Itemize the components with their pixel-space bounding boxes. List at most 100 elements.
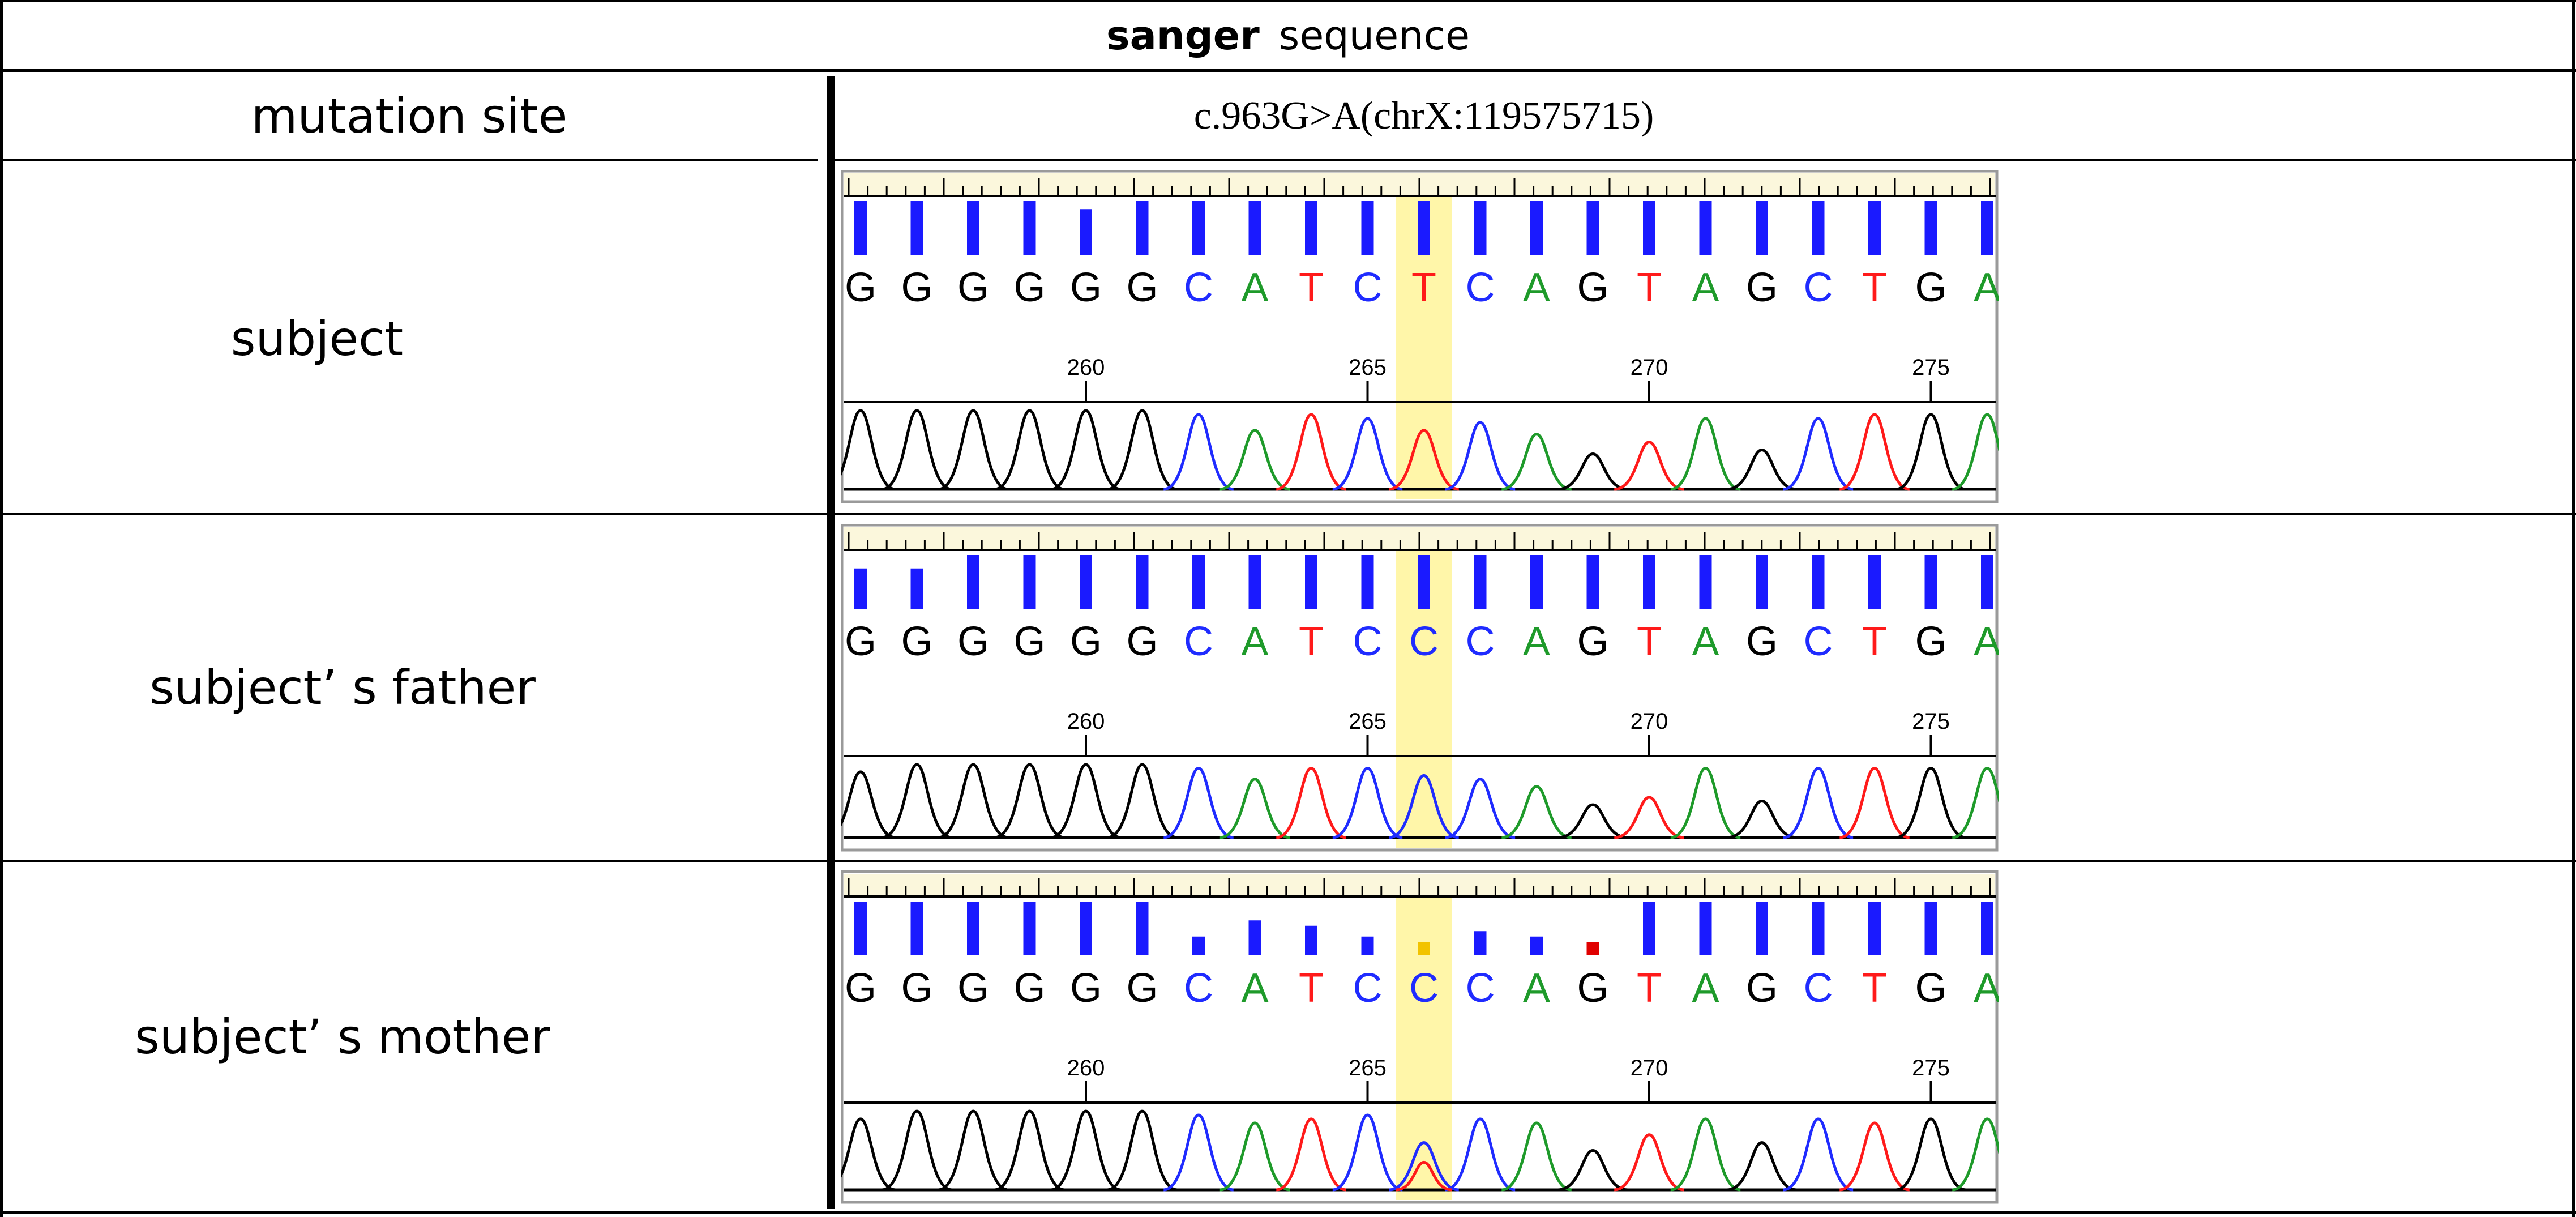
quality-bar bbox=[1136, 555, 1149, 609]
quality-bar bbox=[1586, 942, 1599, 955]
trace-peak bbox=[1952, 766, 1999, 839]
base-call: T bbox=[1299, 966, 1324, 1011]
quality-bar bbox=[1023, 201, 1036, 255]
base-call: G bbox=[1013, 265, 1045, 310]
quality-bar bbox=[854, 568, 867, 609]
quality-bar bbox=[910, 568, 923, 609]
header-rest: sequence bbox=[1278, 12, 1470, 59]
base-call: C bbox=[1409, 619, 1439, 664]
base-call: A bbox=[1241, 966, 1268, 1011]
trace-peak bbox=[1839, 766, 1910, 839]
base-call: A bbox=[1692, 265, 1719, 310]
quality-bar bbox=[1192, 201, 1205, 255]
base-call: A bbox=[1974, 619, 1999, 664]
base-call: A bbox=[1692, 966, 1719, 1011]
base-call: T bbox=[1637, 966, 1662, 1011]
quality-bar bbox=[1474, 201, 1487, 255]
base-call: G bbox=[957, 265, 989, 310]
position-label: 270 bbox=[1631, 709, 1668, 734]
base-call: G bbox=[1013, 619, 1045, 664]
trace-peak bbox=[938, 409, 1009, 491]
quality-bar bbox=[910, 201, 923, 255]
base-call: C bbox=[1353, 619, 1383, 664]
quality-bar bbox=[1023, 902, 1036, 955]
trace-peak bbox=[1557, 803, 1628, 839]
trace-peak bbox=[1163, 1113, 1234, 1192]
quality-bar bbox=[1136, 201, 1149, 255]
base-call: C bbox=[1466, 966, 1495, 1011]
quality-bar bbox=[1080, 902, 1092, 955]
quality-bar bbox=[1812, 201, 1825, 255]
trace-peak bbox=[1388, 429, 1460, 491]
base-call: G bbox=[1577, 619, 1608, 664]
trace-peak bbox=[1445, 778, 1516, 839]
trace-peak bbox=[1952, 1117, 1999, 1192]
base-call: C bbox=[1409, 966, 1439, 1011]
quality-bar bbox=[1361, 555, 1374, 609]
base-call: G bbox=[1126, 265, 1158, 310]
trace-peak bbox=[882, 1109, 952, 1192]
quality-bar bbox=[967, 555, 979, 609]
base-call: G bbox=[1746, 265, 1778, 310]
trace-peak bbox=[1557, 1148, 1628, 1192]
trace-peak bbox=[1276, 413, 1347, 491]
base-call: T bbox=[1862, 619, 1887, 664]
trace-peak bbox=[1895, 413, 1966, 491]
base-call: G bbox=[901, 619, 932, 664]
position-label: 270 bbox=[1631, 355, 1668, 380]
trace-peak bbox=[841, 770, 896, 839]
base-call: T bbox=[1862, 966, 1887, 1011]
mutation-site-label: mutation site bbox=[251, 88, 568, 144]
trace-peak bbox=[1670, 1117, 1741, 1192]
quality-bar bbox=[1136, 902, 1149, 955]
trace-peak bbox=[1614, 796, 1684, 839]
trace-peak bbox=[1332, 766, 1403, 839]
position-label: 270 bbox=[1631, 1056, 1668, 1081]
quality-bar bbox=[1248, 920, 1261, 955]
trace-secondary-peak bbox=[1395, 1160, 1453, 1192]
quality-bar bbox=[1981, 555, 1993, 609]
quality-bar bbox=[1080, 555, 1092, 609]
trace-peak bbox=[1839, 413, 1910, 491]
base-call: A bbox=[1241, 265, 1268, 310]
trace-peak bbox=[938, 763, 1009, 839]
base-call: G bbox=[845, 619, 876, 664]
trace-peak bbox=[1501, 1121, 1572, 1192]
trace-peak bbox=[1050, 1109, 1122, 1192]
trace-peak bbox=[1219, 778, 1290, 839]
quality-bar bbox=[1023, 555, 1036, 609]
quality-bar bbox=[1474, 555, 1487, 609]
trace-peak bbox=[1276, 766, 1347, 839]
quality-bar bbox=[1868, 555, 1881, 609]
trace-peak bbox=[1163, 413, 1234, 491]
trace-peak bbox=[841, 409, 896, 491]
quality-bar bbox=[1756, 902, 1768, 955]
quality-bar bbox=[1924, 555, 1937, 609]
base-call: G bbox=[901, 265, 932, 310]
trace-peak bbox=[1501, 785, 1572, 839]
base-call: C bbox=[1353, 265, 1383, 310]
position-label: 265 bbox=[1349, 1056, 1387, 1081]
trace-peak bbox=[1219, 429, 1290, 491]
base-call: A bbox=[1523, 966, 1550, 1011]
base-call: C bbox=[1804, 966, 1833, 1011]
base-call: G bbox=[1126, 619, 1158, 664]
base-call: G bbox=[957, 966, 989, 1011]
base-call: A bbox=[1241, 619, 1268, 664]
row2-divider bbox=[0, 513, 2576, 515]
quality-bar bbox=[1699, 201, 1712, 255]
quality-bar bbox=[1418, 555, 1430, 609]
table-header: sanger sequence bbox=[0, 0, 2576, 71]
base-call: G bbox=[1013, 966, 1045, 1011]
base-call: C bbox=[1466, 265, 1495, 310]
trace-peak bbox=[1445, 421, 1516, 491]
sample-label-father: subject’ s father bbox=[149, 660, 536, 715]
position-label: 260 bbox=[1067, 1056, 1105, 1081]
base-call: C bbox=[1184, 966, 1213, 1011]
row1-divider-left bbox=[0, 159, 818, 161]
quality-bar bbox=[967, 902, 979, 955]
quality-bar bbox=[1812, 555, 1825, 609]
trace-peak bbox=[1895, 1117, 1966, 1192]
